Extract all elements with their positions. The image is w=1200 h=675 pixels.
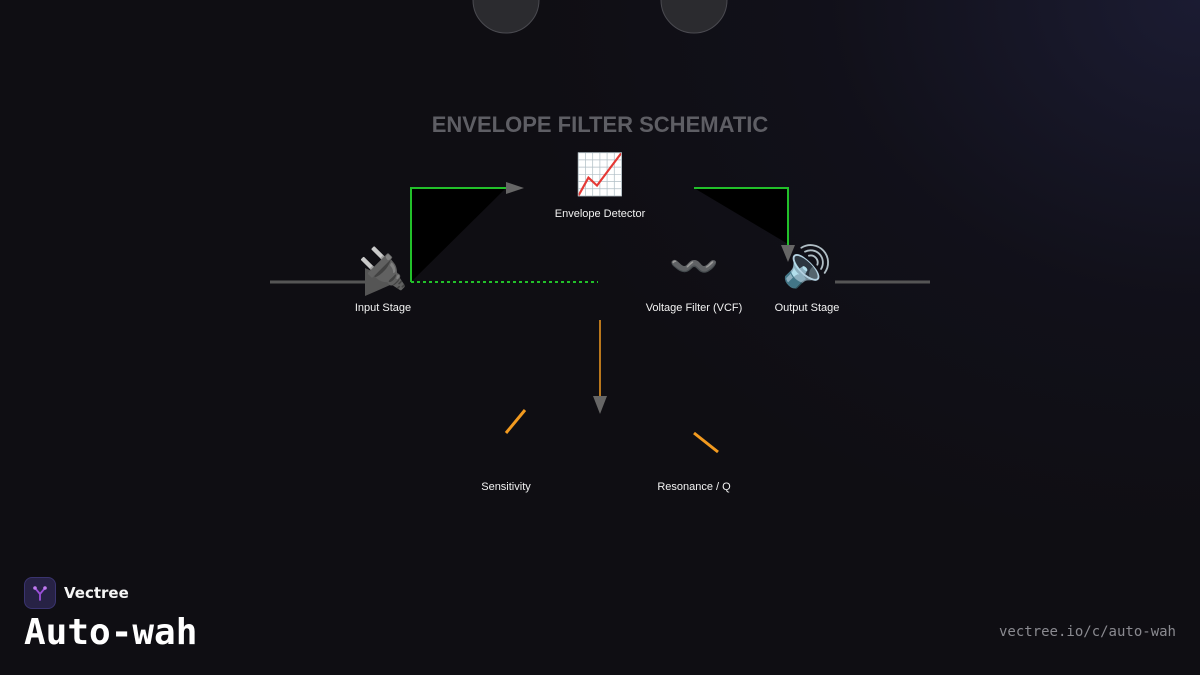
page-url-link[interactable]: vectree.io/c/auto-wah (998, 624, 1176, 640)
resonance-knob-indicator[interactable] (693, 431, 719, 454)
vectree-logo-icon (24, 577, 56, 609)
sensitivity-label: Sensitivity (481, 481, 531, 493)
brand-header: Vectree (24, 577, 129, 609)
arrow-input (365, 268, 397, 296)
input-stage-label: Input Stage (355, 302, 411, 314)
arrow-to-output (781, 245, 795, 262)
envelope-to-output-path (694, 187, 789, 246)
right-path-wedge (694, 188, 788, 244)
left-path-wedge (411, 188, 506, 282)
speaker-icon: 🔊 (782, 242, 832, 290)
resonance-label: Resonance / Q (657, 481, 731, 493)
arrow-to-envelope (506, 182, 524, 194)
wavy-dash-icon: 〰️ (669, 244, 719, 290)
sensitivity-knob-indicator[interactable] (504, 409, 527, 434)
chart-increasing-icon: 📈 (575, 151, 625, 198)
top-knob-left (472, 0, 540, 34)
page-title: Auto-wah (24, 612, 198, 653)
brand-name: Vectree (64, 584, 129, 602)
envelope-detector-label: Envelope Detector (555, 208, 646, 220)
signal-to-envelope-path (410, 187, 508, 282)
output-stage-label: Output Stage (775, 302, 840, 314)
top-knob-right (660, 0, 728, 34)
vcf-label: Voltage Filter (VCF) (646, 302, 743, 314)
diagram-title: ENVELOPE FILTER SCHEMATIC (432, 112, 769, 137)
arrow-control (593, 396, 607, 414)
plug-icon: 🔌 (358, 245, 408, 292)
tree-branch-icon (33, 586, 47, 601)
